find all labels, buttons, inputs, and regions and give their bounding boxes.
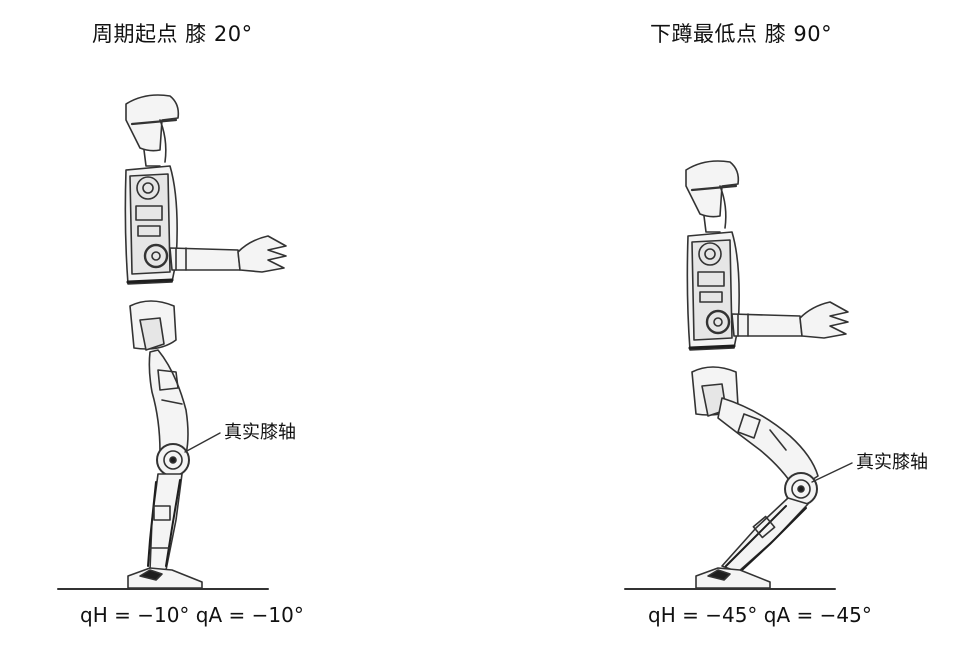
right-knee-axis-label: 真实膝轴 — [856, 452, 928, 473]
left-robot-thigh — [148, 349, 189, 455]
right-robot — [624, 160, 853, 590]
left-robot-head — [125, 94, 180, 167]
left-robot-shank — [147, 473, 183, 571]
left-knee-axis-label: 真实膝轴 — [224, 422, 296, 443]
right-robot-shank — [721, 497, 809, 573]
right-robot-head — [685, 160, 740, 233]
left-knee-joint — [156, 443, 190, 477]
left-robot — [57, 94, 287, 590]
right-panel-title: 下蹲最低点 膝 90° — [650, 22, 833, 46]
right-robot-thigh — [717, 397, 819, 491]
left-robot-torso — [124, 165, 178, 285]
left-panel-title: 周期起点 膝 20° — [92, 22, 253, 46]
right-robot-foot — [695, 567, 771, 589]
left-knee-pointer — [184, 432, 221, 453]
left-robot-foot — [127, 567, 203, 589]
left-robot-pelvis — [129, 300, 177, 351]
right-robot-arm — [731, 301, 849, 339]
right-panel-caption: qH = −45° qA = −45° — [648, 603, 872, 627]
right-robot-torso — [686, 231, 740, 351]
left-robot-arm — [169, 235, 287, 273]
left-panel-caption: qH = −10° qA = −10° — [80, 603, 304, 627]
right-knee-pointer — [811, 462, 853, 483]
